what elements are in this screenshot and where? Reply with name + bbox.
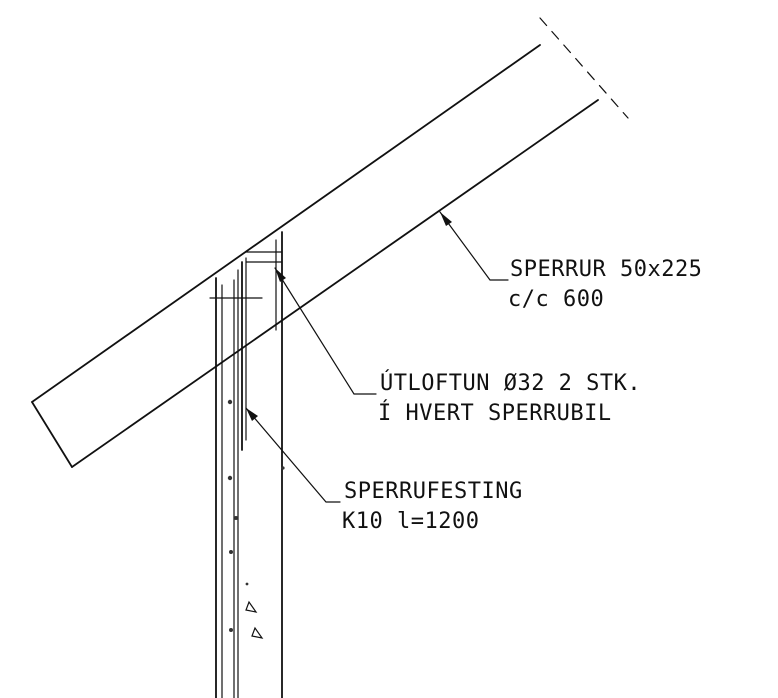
- leader-sperrur: [439, 211, 509, 281]
- label-sperrufesting: SPERRUFESTING K10 l=1200: [342, 479, 523, 534]
- leader-utloftun: [274, 267, 377, 395]
- leader-line: [274, 267, 377, 395]
- leader-sperrufesting: [245, 407, 341, 503]
- leader-line: [245, 407, 341, 503]
- leader-line: [439, 211, 509, 281]
- rafter-end-cut: [31, 401, 73, 468]
- nail-mark: [245, 582, 249, 586]
- leader-arrowhead: [275, 268, 286, 282]
- nail-mark: [229, 628, 233, 632]
- label-utloftun-line1: ÚTLOFTUN Ø32 2 STK.: [380, 370, 641, 396]
- label-utloftun-line2: Í HVERT SPERRUBIL: [378, 400, 612, 426]
- label-sperrur-line2: c/c 600: [508, 287, 604, 312]
- nail-mark: [234, 516, 238, 520]
- triangle-mark: [245, 600, 258, 613]
- leader-arrowhead: [440, 212, 452, 226]
- label-sperrufesting-line2: K10 l=1200: [342, 509, 479, 534]
- nail-mark: [229, 550, 233, 554]
- leader-arrowhead: [246, 408, 258, 421]
- rafter-bottom-edge: [71, 99, 599, 468]
- label-sperrufesting-line1: SPERRUFESTING: [344, 479, 523, 504]
- label-sperrur-line1: SPERRUR 50x225: [510, 257, 702, 282]
- nail-mark: [227, 475, 233, 481]
- nail-mark: [281, 466, 285, 470]
- rafter-top-edge: [31, 44, 541, 403]
- label-utloftun: ÚTLOFTUN Ø32 2 STK. Í HVERT SPERRUBIL: [378, 370, 641, 426]
- wall-section: [209, 231, 285, 698]
- label-sperrur: SPERRUR 50x225 c/c 600: [508, 257, 702, 312]
- triangle-mark: [251, 626, 264, 639]
- break-line: [539, 17, 629, 119]
- rafter: [31, 17, 629, 468]
- nail-mark: [227, 399, 233, 405]
